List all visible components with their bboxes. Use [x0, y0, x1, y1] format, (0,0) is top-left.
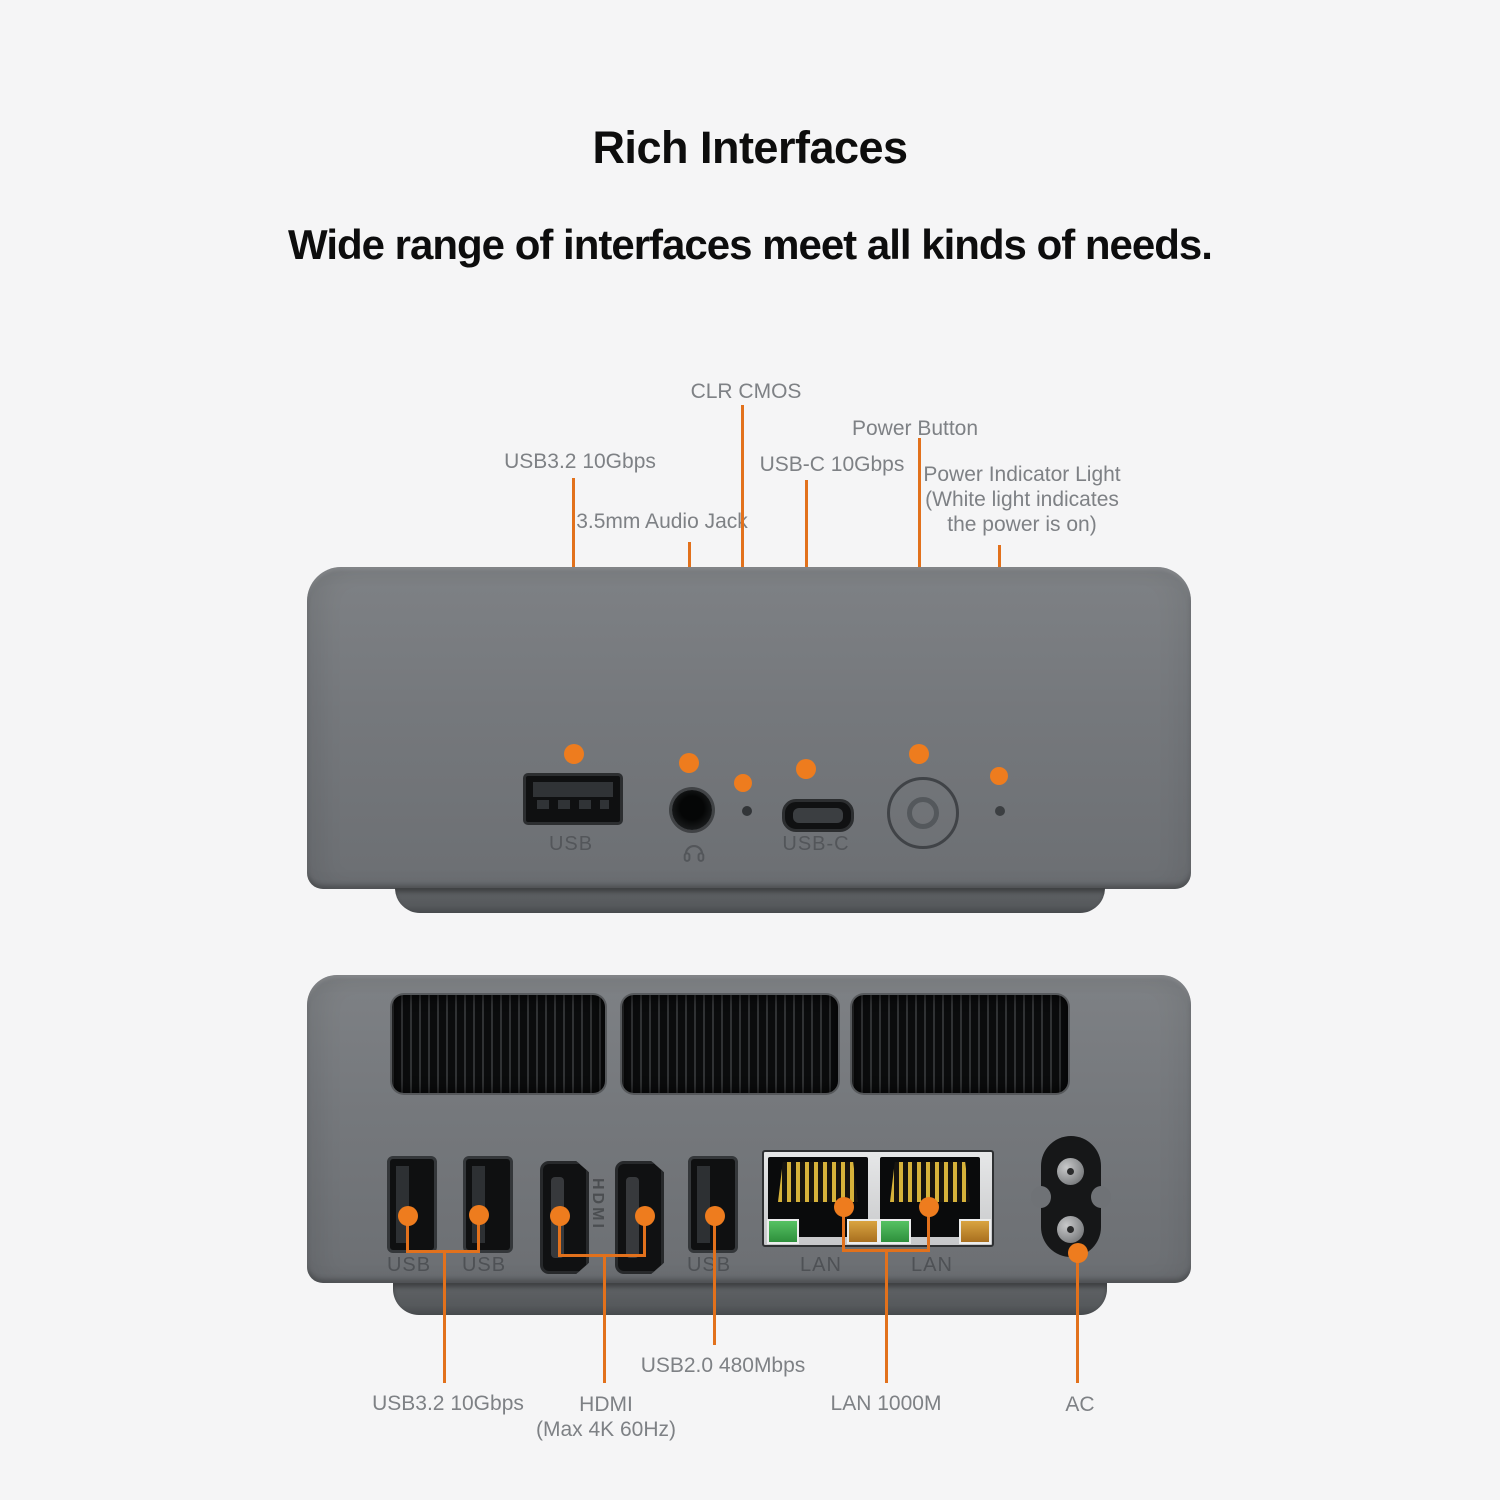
- callout-ac-label: AC: [1065, 1393, 1095, 1416]
- headphone-icon: [681, 839, 707, 870]
- callout-line: [927, 1207, 930, 1252]
- callout-line: [406, 1216, 409, 1253]
- callout-connector: [406, 1250, 480, 1253]
- callout-dot: [990, 767, 1008, 785]
- callout-line: [885, 1252, 888, 1383]
- callout-dot: [635, 1206, 655, 1226]
- callout-dot: [469, 1205, 489, 1225]
- callout-connector: [842, 1249, 930, 1252]
- front-device-body: [307, 567, 1191, 889]
- callout-line: [842, 1207, 845, 1252]
- callout-front-usb-label: USB3.2 10Gbps: [504, 450, 656, 473]
- lan2-engraving: LAN: [911, 1254, 953, 1276]
- clr-cmos-pinhole: [742, 806, 752, 816]
- hdmi-callout-line2: (Max 4K 60Hz): [535, 1418, 677, 1441]
- ac-pin-top: [1057, 1158, 1084, 1185]
- back-device-base: [393, 1283, 1107, 1315]
- usb-c-port: [782, 799, 854, 832]
- usb-a-port-back-1: [387, 1156, 437, 1253]
- callout-line: [713, 1216, 716, 1345]
- lan-port-block: [762, 1150, 994, 1247]
- hdmi-engraving: HDMI: [589, 1178, 606, 1231]
- usbc-engraving: USB-C: [782, 833, 850, 855]
- power-indicator-line3: the power is on): [947, 513, 1097, 536]
- vent-grille: [622, 995, 838, 1093]
- callout-connector: [558, 1254, 646, 1257]
- callout-line: [603, 1257, 606, 1383]
- vent-grille: [392, 995, 605, 1093]
- callout-dot: [398, 1206, 418, 1226]
- front-device-base: [395, 888, 1105, 913]
- usb-a-port-back-2: [463, 1156, 513, 1253]
- callout-usbc-label: USB-C 10Gbps: [759, 453, 905, 476]
- hdmi-slot: [626, 1177, 639, 1258]
- usb-a-port-front: [523, 773, 623, 825]
- rj45-pins: [778, 1162, 858, 1202]
- callout-dot: [834, 1197, 854, 1217]
- hdmi-callout-line1: HDMI: [579, 1393, 633, 1416]
- vent-grille: [852, 995, 1068, 1093]
- callout-power-button-label: Power Button: [851, 417, 979, 440]
- usb-contacts: [537, 800, 609, 809]
- ac-power-inlet: [1031, 1136, 1111, 1257]
- usb-tongue: [697, 1166, 710, 1243]
- callout-hdmi-label: HDMI (Max 4K 60Hz): [536, 1392, 676, 1442]
- callout-back-usb32-label: USB3.2 10Gbps: [372, 1392, 524, 1415]
- back-usb1-engraving: USB: [386, 1254, 432, 1276]
- back-usb2-engraving: USB: [461, 1254, 507, 1276]
- callout-dot: [909, 744, 929, 764]
- callout-dot: [734, 774, 752, 792]
- lan2-green-led: [879, 1219, 911, 1244]
- power-icon: [907, 797, 939, 829]
- callout-line: [558, 1216, 561, 1257]
- callout-dot: [550, 1206, 570, 1226]
- power-indicator-led: [995, 806, 1005, 816]
- page-subtitle: Wide range of interfaces meet all kinds …: [288, 221, 1213, 268]
- callout-line: [443, 1253, 446, 1383]
- ac-pin-bottom: [1057, 1216, 1084, 1243]
- back-usb3-engraving: USB: [686, 1254, 732, 1276]
- callout-lan-label: LAN 1000M: [830, 1392, 942, 1415]
- callout-dot: [1068, 1243, 1088, 1263]
- rj45-pins: [890, 1162, 970, 1202]
- power-indicator-line1: Power Indicator Light: [923, 463, 1121, 486]
- page-title: Rich Interfaces: [592, 122, 908, 173]
- callout-line: [1076, 1253, 1079, 1383]
- callout-line: [477, 1215, 480, 1253]
- audio-jack-port: [672, 790, 712, 830]
- usb-c-slot: [793, 808, 843, 823]
- callout-power-indicator-label: Power Indicator Light (White light indic…: [923, 462, 1120, 537]
- callout-dot: [796, 759, 816, 779]
- usb-tongue: [533, 782, 613, 797]
- callout-dot: [564, 744, 584, 764]
- callout-dot: [919, 1197, 939, 1217]
- lan2-amber-led: [959, 1219, 991, 1244]
- callout-dot: [679, 753, 699, 773]
- callout-dot: [705, 1206, 725, 1226]
- callout-clr-cmos-label: CLR CMOS: [690, 380, 802, 403]
- power-indicator-line2: (White light indicates: [925, 488, 1119, 511]
- lan1-engraving: LAN: [800, 1254, 842, 1276]
- front-usb-engraving: USB: [548, 833, 594, 855]
- callout-audio-jack-label: 3.5mm Audio Jack: [576, 510, 748, 533]
- lan1-green-led: [767, 1219, 799, 1244]
- power-button[interactable]: [887, 777, 959, 849]
- lan1-amber-led: [847, 1219, 879, 1244]
- callout-usb20-label: USB2.0 480Mbps: [640, 1354, 806, 1377]
- callout-line: [643, 1216, 646, 1257]
